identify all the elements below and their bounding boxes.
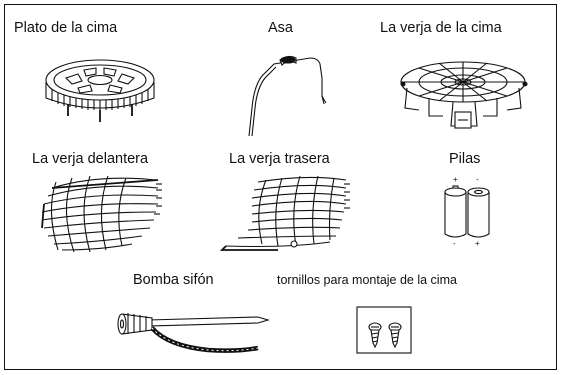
label-top-grille: La verja de la cima	[380, 20, 502, 36]
battery-plus-mark: +	[453, 175, 458, 184]
top-plate-illustration	[45, 59, 155, 122]
label-front-grille: La verja delantera	[32, 151, 149, 167]
batteries-illustration: + - - +	[444, 175, 490, 248]
label-batteries: Pilas	[449, 151, 481, 167]
label-top-plate: Plato de la cima	[14, 20, 118, 36]
battery-minus-mark: -	[476, 175, 479, 184]
siphon-pump-illustration	[117, 313, 270, 353]
screws-illustration	[356, 306, 412, 354]
battery-plus-mark-bottom: +	[475, 239, 480, 248]
front-grille-illustration	[41, 175, 162, 253]
battery-minus-mark-bottom: -	[453, 239, 456, 248]
label-rear-grille: La verja trasera	[229, 151, 330, 167]
handle-illustration	[248, 55, 327, 137]
label-siphon-pump: Bomba sifón	[133, 272, 214, 288]
label-top-mount-screws: tornillos para montaje de la cima	[277, 273, 457, 287]
rear-grille-illustration	[219, 175, 350, 251]
top-grille-illustration	[400, 61, 528, 129]
label-handle: Asa	[268, 20, 293, 36]
parts-diagram-frame	[4, 4, 557, 370]
